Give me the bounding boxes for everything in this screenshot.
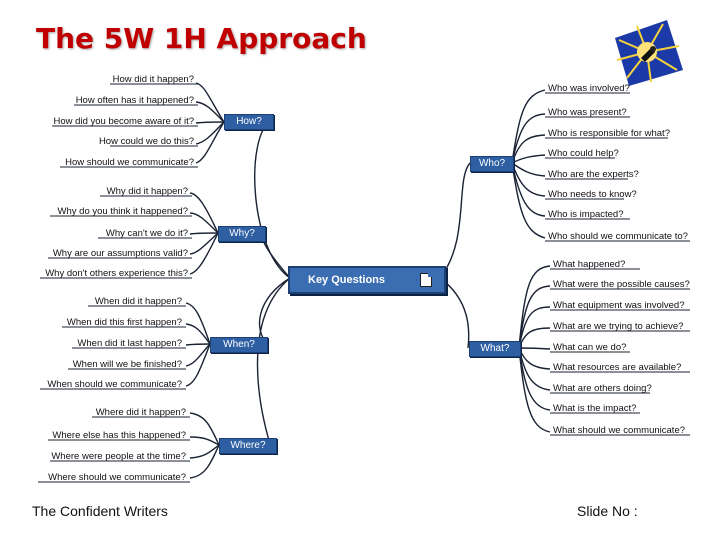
who-question: Who needs to know? (548, 189, 637, 200)
what-question: What is the impact? (553, 403, 637, 414)
where-question: Where did it happen? (95, 407, 186, 418)
who-question: Who are the experts? (548, 169, 639, 180)
what-question: What are we trying to achieve? (553, 321, 684, 332)
footer-slide-number: Slide No : (577, 503, 638, 519)
what-question: What should we communicate? (553, 425, 686, 436)
what-question: What resources are available? (553, 362, 682, 373)
hub-what[interactable]: What? (469, 341, 521, 357)
when-question: When should we communicate? (47, 379, 182, 390)
where-question: Where were people at the time? (51, 451, 186, 462)
why-question: Why do you think it happened? (57, 206, 188, 217)
when-question: When did this first happen? (66, 317, 182, 328)
hub-where[interactable]: Where? (219, 438, 277, 454)
when-question: When did it last happen? (77, 338, 182, 349)
what-question: What are others doing? (553, 383, 652, 394)
why-question: Why don't others experience this? (45, 268, 188, 279)
where-question: Where should we communicate? (48, 472, 186, 483)
why-question: Why did it happen? (106, 186, 188, 197)
who-question: Who was involved? (548, 83, 630, 94)
key-questions-label: Key Questions (308, 274, 386, 286)
how-question: How often has it happened? (75, 95, 194, 106)
where-question: Where else has this happened? (52, 430, 186, 441)
what-question: What were the possible causes? (553, 279, 690, 290)
what-question: What happened? (553, 259, 626, 270)
who-question: Who was present? (548, 107, 627, 118)
how-question: How could we do this? (98, 136, 194, 147)
what-question: What equipment was involved? (553, 300, 685, 311)
how-question: How should we communicate? (65, 157, 194, 168)
who-question: Who should we communicate to? (548, 231, 688, 242)
what-question: What can we do? (553, 342, 627, 353)
key-questions-node[interactable]: Key Questions (288, 266, 446, 294)
document-icon (420, 273, 432, 287)
megaphone-logo-icon (615, 20, 683, 86)
hub-how[interactable]: How? (224, 114, 274, 130)
why-question: Why are our assumptions valid? (52, 248, 188, 259)
when-question: When will we be finished? (72, 359, 182, 370)
slide-title: The 5W 1H Approach (36, 22, 367, 55)
how-question: How did it happen? (112, 74, 194, 85)
hub-when[interactable]: When? (210, 337, 268, 353)
how-question: How did you become aware of it? (53, 116, 194, 127)
when-question: When did it happen? (94, 296, 182, 307)
who-question: Who could help? (548, 148, 619, 159)
hub-who[interactable]: Who? (470, 156, 514, 172)
why-question: Why can't we do it? (105, 228, 188, 239)
hub-why[interactable]: Why? (218, 226, 266, 242)
who-question: Who is impacted? (548, 209, 624, 220)
who-question: Who is responsible for what? (548, 128, 670, 139)
footer-author: The Confident Writers (32, 503, 168, 519)
